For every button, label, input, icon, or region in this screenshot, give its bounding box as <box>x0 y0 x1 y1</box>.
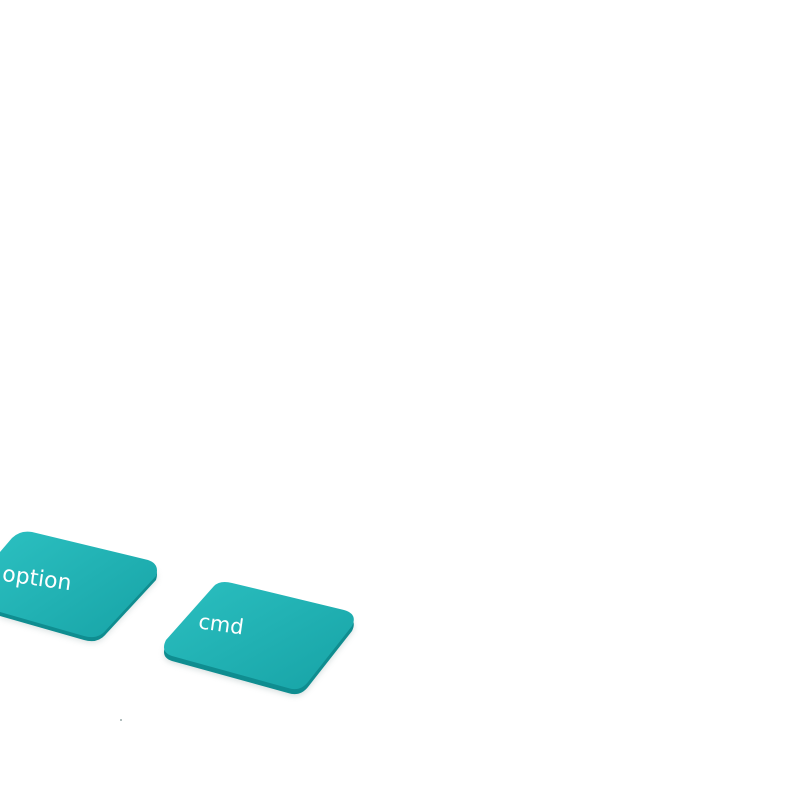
option-key-face <box>0 531 157 638</box>
option-key: option <box>0 531 157 644</box>
cmd-key-face <box>164 582 354 690</box>
dust-speck <box>120 719 122 721</box>
cmd-key: cmd <box>164 582 354 697</box>
